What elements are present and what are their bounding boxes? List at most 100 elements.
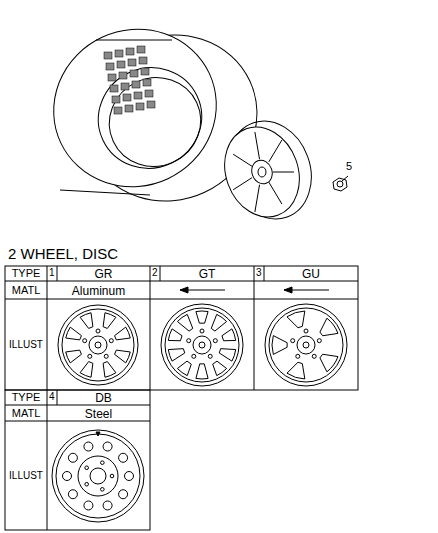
stroke [88, 354, 92, 358]
stroke [103, 501, 112, 510]
stroke [139, 57, 147, 64]
stroke [126, 48, 134, 55]
stroke [233, 154, 252, 166]
stroke [89, 336, 107, 354]
stroke [177, 314, 192, 331]
stroke [109, 339, 113, 343]
stroke [134, 92, 142, 99]
table-cell: 3 [256, 267, 262, 279]
table-cell: Steel [47, 407, 150, 421]
stroke [101, 461, 105, 465]
leader-line [342, 176, 348, 181]
table-cell: 1 [49, 267, 55, 279]
stroke [233, 178, 252, 190]
stroke [123, 94, 131, 101]
stroke [320, 318, 338, 336]
stroke [110, 474, 114, 478]
stroke [196, 364, 208, 379]
stroke [187, 339, 191, 343]
stroke [110, 85, 118, 92]
table-grid [5, 266, 358, 530]
lug-nut [333, 178, 347, 191]
stroke [255, 132, 260, 159]
stroke [119, 453, 128, 462]
stroke [84, 501, 93, 510]
stroke [287, 362, 305, 379]
stroke [222, 329, 236, 341]
stroke [119, 72, 127, 79]
stroke [145, 90, 153, 97]
table-heading: 2 WHEEL, DISC [8, 245, 118, 262]
stroke [115, 350, 131, 363]
stroke [96, 432, 100, 436]
stroke [161, 304, 243, 386]
stroke [66, 350, 82, 363]
stroke [255, 185, 260, 212]
stroke [125, 105, 133, 112]
stroke [141, 68, 149, 75]
tread [104, 46, 155, 114]
stroke [80, 313, 93, 329]
stroke [56, 434, 140, 518]
table-cell: GR [57, 267, 150, 281]
stroke [136, 103, 144, 110]
stroke [312, 354, 316, 358]
stroke [317, 339, 321, 343]
stroke [287, 311, 305, 328]
same-as-arrow [180, 287, 329, 293]
callout-number: 5 [346, 160, 352, 173]
table-cell: 4 [49, 391, 55, 403]
stroke [95, 342, 101, 348]
stroke [213, 339, 217, 343]
stroke [68, 453, 77, 462]
table-cell: 2 [152, 267, 158, 279]
table-cell: GU [264, 267, 358, 281]
table-cell: TYPE [5, 391, 47, 404]
wheel-drawing [161, 304, 243, 386]
stroke [193, 336, 211, 354]
stroke [304, 329, 308, 333]
stroke [320, 354, 338, 372]
stroke [273, 172, 294, 173]
steel-wheel-drawing [52, 430, 144, 522]
stroke [104, 354, 108, 358]
table-cell: ILLUST [5, 339, 47, 351]
stroke [115, 327, 131, 340]
stroke [62, 309, 134, 381]
stroke [52, 430, 144, 522]
table-cell: TYPE [5, 267, 47, 280]
stroke [83, 339, 87, 343]
stroke [103, 362, 116, 378]
stroke [114, 107, 122, 114]
stroke [265, 304, 347, 386]
stroke [104, 52, 112, 59]
stroke [130, 70, 138, 77]
stroke [115, 50, 123, 57]
stroke [68, 490, 77, 499]
rim [212, 109, 324, 230]
stroke [296, 354, 300, 358]
stroke [85, 466, 89, 470]
wheel-drawing [265, 304, 347, 386]
stroke [196, 311, 208, 323]
stroke [121, 83, 129, 90]
stroke [128, 59, 136, 66]
table-cell: GT [160, 267, 254, 281]
wheel-drawing [58, 305, 138, 385]
stroke [199, 342, 205, 348]
stroke [80, 362, 93, 378]
stroke [165, 308, 239, 382]
stroke [108, 74, 116, 81]
stroke [168, 349, 184, 361]
stroke [101, 488, 105, 492]
stroke [119, 490, 128, 499]
stroke [147, 101, 155, 108]
stroke [137, 46, 145, 53]
stroke [143, 79, 151, 86]
stroke [78, 456, 118, 496]
stroke [168, 329, 182, 341]
stroke [84, 442, 93, 451]
stroke [103, 442, 112, 451]
stroke [117, 61, 125, 68]
stroke [63, 472, 72, 481]
